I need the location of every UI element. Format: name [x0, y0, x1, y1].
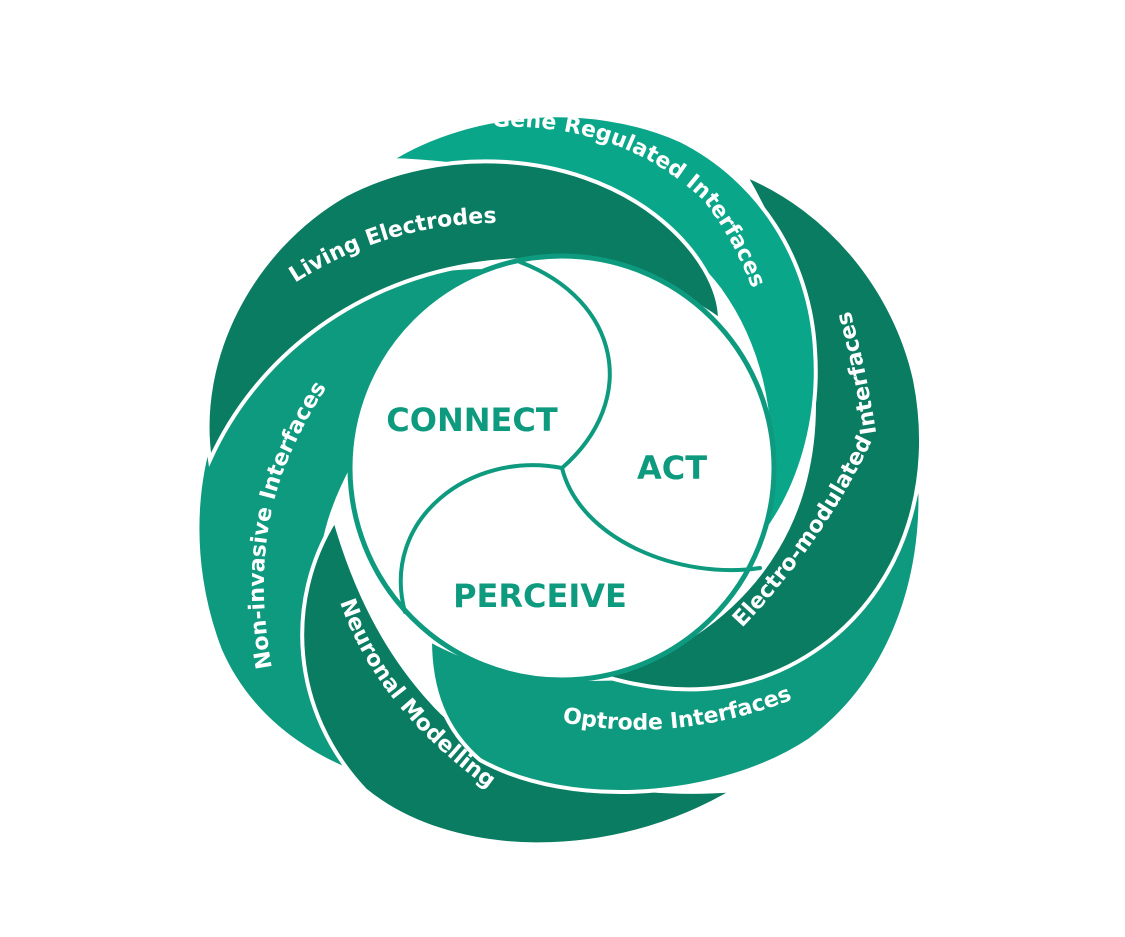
lobe-divider-left — [398, 463, 564, 614]
blade-living-electrodes — [205, 159, 723, 468]
center-connect: CONNECT — [386, 401, 558, 439]
blade-electro-modulated — [592, 170, 923, 692]
blade-neuronal-modelling — [300, 515, 737, 847]
center-perceive: PERCEIVE — [453, 577, 627, 615]
lobe-divider-top — [518, 260, 612, 470]
center-act: ACT — [637, 449, 707, 487]
lobe-divider-right — [560, 466, 762, 573]
